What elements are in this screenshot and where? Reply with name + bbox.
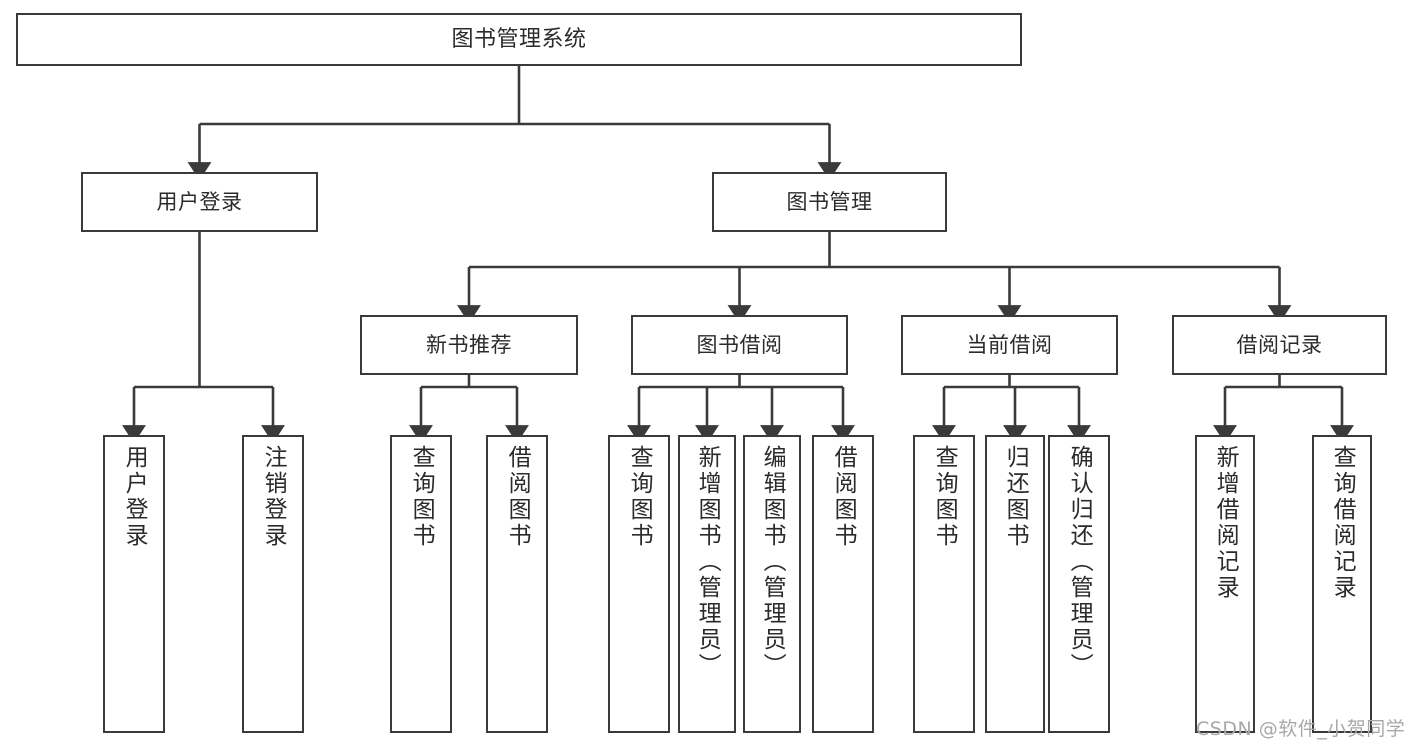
node-label: 新书推荐	[426, 332, 512, 357]
node-book-borrowing[interactable]: 图书借阅	[631, 315, 848, 375]
node-leaf-query-book-current[interactable]: 查询图书	[913, 435, 975, 733]
node-label: 借阅图书	[504, 445, 531, 549]
node-label: 归还图书	[1002, 445, 1029, 549]
node-leaf-borrow-book-rec[interactable]: 借阅图书	[486, 435, 548, 733]
node-label: 图书管理	[786, 189, 873, 214]
node-label: 注销登录	[260, 445, 287, 549]
node-label: 当前借阅	[966, 332, 1053, 357]
node-leaf-borrow-book[interactable]: 借阅图书	[812, 435, 874, 733]
node-label: 借阅图书	[830, 445, 857, 549]
node-label: 查询借阅记录	[1329, 445, 1356, 601]
csdn-watermark: CSDN @软件_小贺同学	[1196, 718, 1405, 740]
node-borrow-records[interactable]: 借阅记录	[1172, 315, 1387, 375]
node-label: 借阅记录	[1236, 332, 1323, 357]
node-leaf-query-borrow-record[interactable]: 查询借阅记录	[1312, 435, 1372, 733]
node-leaf-add-borrow-record[interactable]: 新增借阅记录	[1195, 435, 1255, 733]
node-leaf-edit-book-admin[interactable]: 编辑图书（管理员）	[743, 435, 801, 733]
node-leaf-query-book-rec[interactable]: 查询图书	[390, 435, 452, 733]
node-leaf-user-login[interactable]: 用户登录	[103, 435, 165, 733]
node-leaf-return-book[interactable]: 归还图书	[985, 435, 1045, 733]
node-label: 用户登录	[121, 445, 148, 549]
node-leaf-query-book-borrow[interactable]: 查询图书	[608, 435, 670, 733]
node-root-book-management-system[interactable]: 图书管理系统	[16, 13, 1022, 66]
node-leaf-logout[interactable]: 注销登录	[242, 435, 304, 733]
node-current-borrowing[interactable]: 当前借阅	[901, 315, 1118, 375]
node-label: 新增图书（管理员）	[694, 445, 721, 679]
node-label: 图书管理系统	[451, 26, 587, 52]
node-user-login[interactable]: 用户登录	[81, 172, 318, 232]
node-label: 用户登录	[156, 189, 243, 214]
node-new-book-recommendation[interactable]: 新书推荐	[360, 315, 578, 375]
node-leaf-confirm-return-admin[interactable]: 确认归还（管理员）	[1048, 435, 1110, 733]
node-label: 编辑图书（管理员）	[759, 445, 786, 679]
node-leaf-add-book-admin[interactable]: 新增图书（管理员）	[678, 435, 736, 733]
node-label: 确认归还（管理员）	[1066, 445, 1093, 679]
node-label: 新增借阅记录	[1212, 445, 1239, 601]
node-book-management[interactable]: 图书管理	[712, 172, 947, 232]
node-label: 查询图书	[408, 445, 435, 549]
node-label: 查询图书	[931, 445, 958, 549]
node-label: 图书借阅	[696, 332, 783, 357]
node-label: 查询图书	[626, 445, 653, 549]
